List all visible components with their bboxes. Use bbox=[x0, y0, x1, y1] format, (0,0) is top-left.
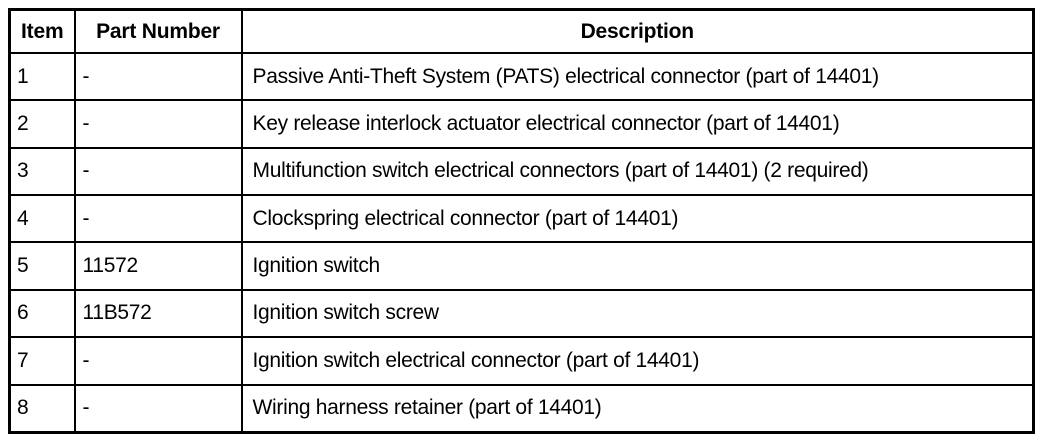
cell-description: Passive Anti-Theft System (PATS) electri… bbox=[240, 51, 1035, 102]
table-row: 1 - Passive Anti-Theft System (PATS) ele… bbox=[8, 51, 1035, 102]
cell-part-number: - bbox=[73, 146, 243, 197]
table-row: 3 - Multifunction switch electrical conn… bbox=[8, 146, 1035, 197]
cell-description: Key release interlock actuator electrica… bbox=[240, 99, 1035, 149]
cell-description: Clockspring electrical connector (part o… bbox=[240, 194, 1035, 244]
table-header: Item Part Number Description bbox=[8, 8, 1035, 54]
column-header-item: Item bbox=[8, 8, 76, 54]
cell-part-number: - bbox=[73, 194, 243, 244]
cell-item: 4 bbox=[8, 194, 76, 244]
cell-item: 6 bbox=[8, 288, 76, 339]
table-row: 5 11572 Ignition switch bbox=[8, 241, 1035, 291]
table-header-row: Item Part Number Description bbox=[8, 8, 1035, 54]
cell-item: 7 bbox=[8, 336, 76, 386]
cell-part-number: - bbox=[73, 383, 243, 434]
table-row: 7 - Ignition switch electrical connector… bbox=[8, 336, 1035, 386]
table-row: 2 - Key release interlock actuator elect… bbox=[8, 99, 1035, 149]
cell-description: Multifunction switch electrical connecto… bbox=[240, 146, 1035, 197]
cell-item: 2 bbox=[8, 99, 76, 149]
table-row: 8 - Wiring harness retainer (part of 144… bbox=[8, 383, 1035, 434]
cell-part-number: - bbox=[73, 336, 243, 386]
cell-item: 8 bbox=[8, 383, 76, 434]
cell-part-number: 11B572 bbox=[73, 288, 243, 339]
cell-description: Ignition switch screw bbox=[240, 288, 1035, 339]
cell-description: Ignition switch bbox=[240, 241, 1035, 291]
cell-item: 3 bbox=[8, 146, 76, 197]
cell-item: 1 bbox=[8, 51, 76, 102]
cell-description: Wiring harness retainer (part of 14401) bbox=[240, 383, 1035, 434]
column-header-part-number: Part Number bbox=[73, 8, 243, 54]
cell-part-number: - bbox=[73, 99, 243, 149]
cell-description: Ignition switch electrical connector (pa… bbox=[240, 336, 1035, 386]
table-row: 4 - Clockspring electrical connector (pa… bbox=[8, 194, 1035, 244]
table-body: 1 - Passive Anti-Theft System (PATS) ele… bbox=[8, 51, 1035, 434]
table-row: 6 11B572 Ignition switch screw bbox=[8, 288, 1035, 339]
cell-part-number: - bbox=[73, 51, 243, 102]
column-header-description: Description bbox=[240, 8, 1035, 54]
cell-item: 5 bbox=[8, 241, 76, 291]
parts-legend-table: Item Part Number Description 1 - Passive… bbox=[8, 8, 1035, 434]
cell-part-number: 11572 bbox=[73, 241, 243, 291]
